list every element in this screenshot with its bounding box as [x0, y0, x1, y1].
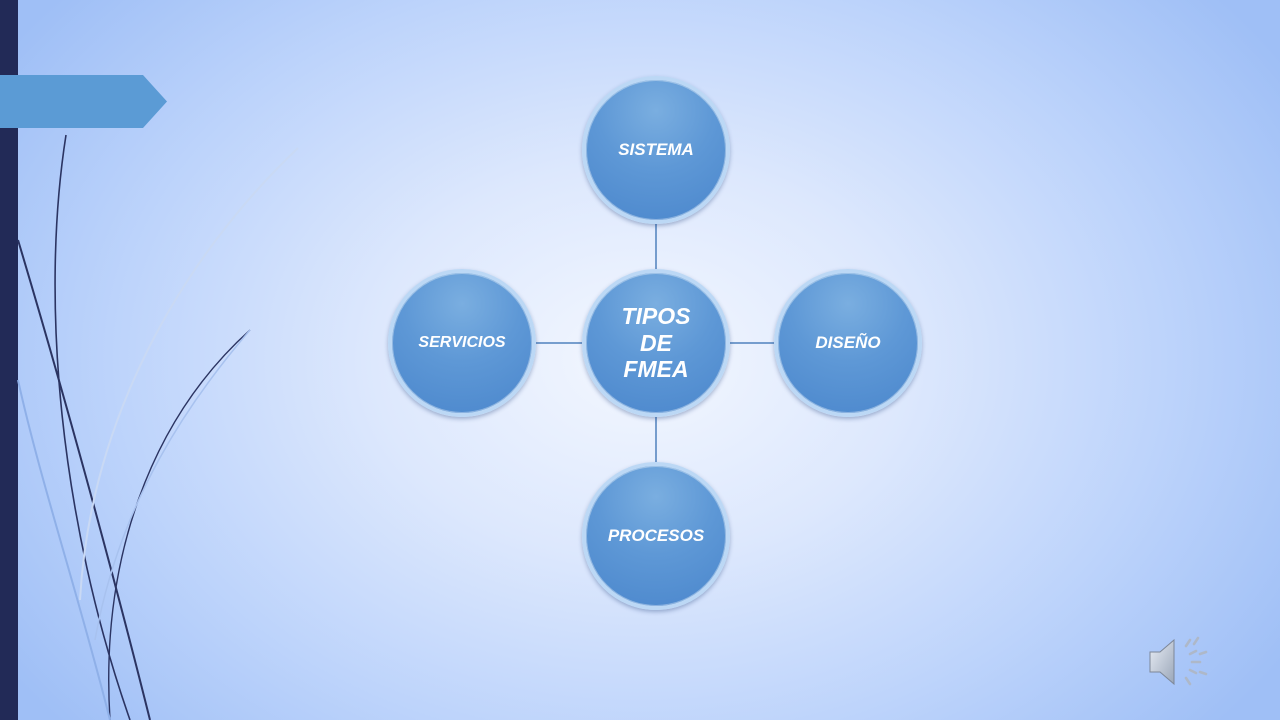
- center-node-label: TIPOS DE FMEA: [621, 303, 691, 383]
- decorative-swooshes: [17, 134, 299, 720]
- node-procesos: PROCESOS: [582, 462, 730, 610]
- title-arrow-shape: [0, 75, 167, 128]
- node-servicios: SERVICIOS: [388, 269, 536, 417]
- node-label-diseno: DISEÑO: [815, 333, 881, 352]
- speaker-icon[interactable]: [1148, 632, 1212, 692]
- left-accent-bar: [0, 0, 18, 720]
- node-label-procesos: PROCESOS: [607, 526, 705, 545]
- node-label-servicios: SERVICIOS: [418, 334, 506, 351]
- node-label-sistema: SISTEMA: [618, 140, 694, 159]
- node-sistema: SISTEMA: [582, 76, 730, 224]
- center-node-tipos-de-fmea: TIPOS DE FMEA: [582, 269, 730, 417]
- node-diseno: DISEÑO: [774, 269, 922, 417]
